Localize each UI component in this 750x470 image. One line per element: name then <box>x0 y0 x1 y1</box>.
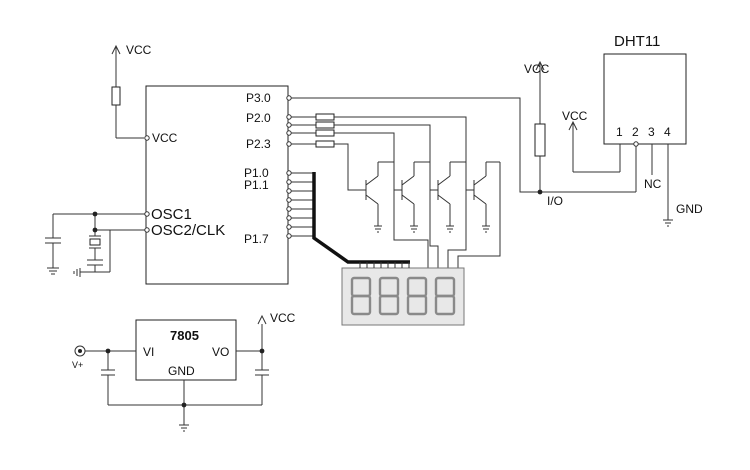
vplus-label: V+ <box>72 360 83 370</box>
regulator-7805 <box>135 319 237 381</box>
display-segment-pins <box>359 262 410 268</box>
display-digit-3 <box>406 276 428 316</box>
transistor-q3 <box>437 161 466 233</box>
mcu-vcc-supply <box>111 44 144 139</box>
p23-label: P2.3 <box>246 137 271 151</box>
dht-gnd-wire <box>663 144 673 227</box>
display-digit-4 <box>434 276 456 316</box>
regulator-vo-label: VO <box>212 345 229 359</box>
vcc-top-label: VCC <box>126 43 152 57</box>
p17-label: P1.7 <box>244 232 269 246</box>
digit-drive-resistors <box>291 113 474 191</box>
p1-bus-stubs <box>291 172 314 237</box>
dht11-title: DHT11 <box>614 33 660 50</box>
regulator-wiring <box>74 314 269 432</box>
vcc-reg-label: VCC <box>270 311 296 325</box>
p30-io-wire <box>291 97 540 193</box>
dht11-pin3-label: 3 <box>648 125 655 139</box>
dht11-pin4-label: 4 <box>664 125 671 139</box>
osc1-label: OSC1 <box>151 206 192 223</box>
regulator-title: 7805 <box>170 328 199 343</box>
io-label: I/O <box>547 194 563 208</box>
dht-vcc-top-label: VCC <box>524 62 550 76</box>
nc-label: NC <box>644 177 662 191</box>
data-bus <box>312 172 410 264</box>
osc2-label: OSC2/CLK <box>151 222 225 239</box>
dht-pullup <box>534 60 639 195</box>
mcu-body <box>145 85 289 285</box>
dht-vcc-pin1-wire <box>568 120 621 173</box>
dht-vcc-left-label: VCC <box>562 109 588 123</box>
regulator-gnd-label: GND <box>168 364 195 378</box>
transistor-q4 <box>473 161 500 233</box>
gnd-dht-label: GND <box>676 202 703 216</box>
transistor-q1 <box>365 161 394 233</box>
p10-label: P1.0 <box>244 166 269 180</box>
p11-label: P1.1 <box>244 178 269 192</box>
transistor-q2 <box>401 161 430 233</box>
dht11-body <box>603 53 687 145</box>
seven-segment-display <box>341 262 465 326</box>
mcu-vcc-pin <box>144 135 150 141</box>
oscillator-circuit <box>45 211 150 277</box>
dht11-pin2-label: 2 <box>632 125 639 139</box>
display-digit-2 <box>378 276 400 316</box>
p20-label: P2.0 <box>246 111 271 125</box>
regulator-vi-label: VI <box>143 345 154 359</box>
display-digit-1 <box>350 276 372 316</box>
digit-common-wires <box>393 162 501 268</box>
mcu-vcc-label: VCC <box>152 131 178 145</box>
p30-label: P3.0 <box>246 91 271 105</box>
dht11-pin1-label: 1 <box>616 125 623 139</box>
